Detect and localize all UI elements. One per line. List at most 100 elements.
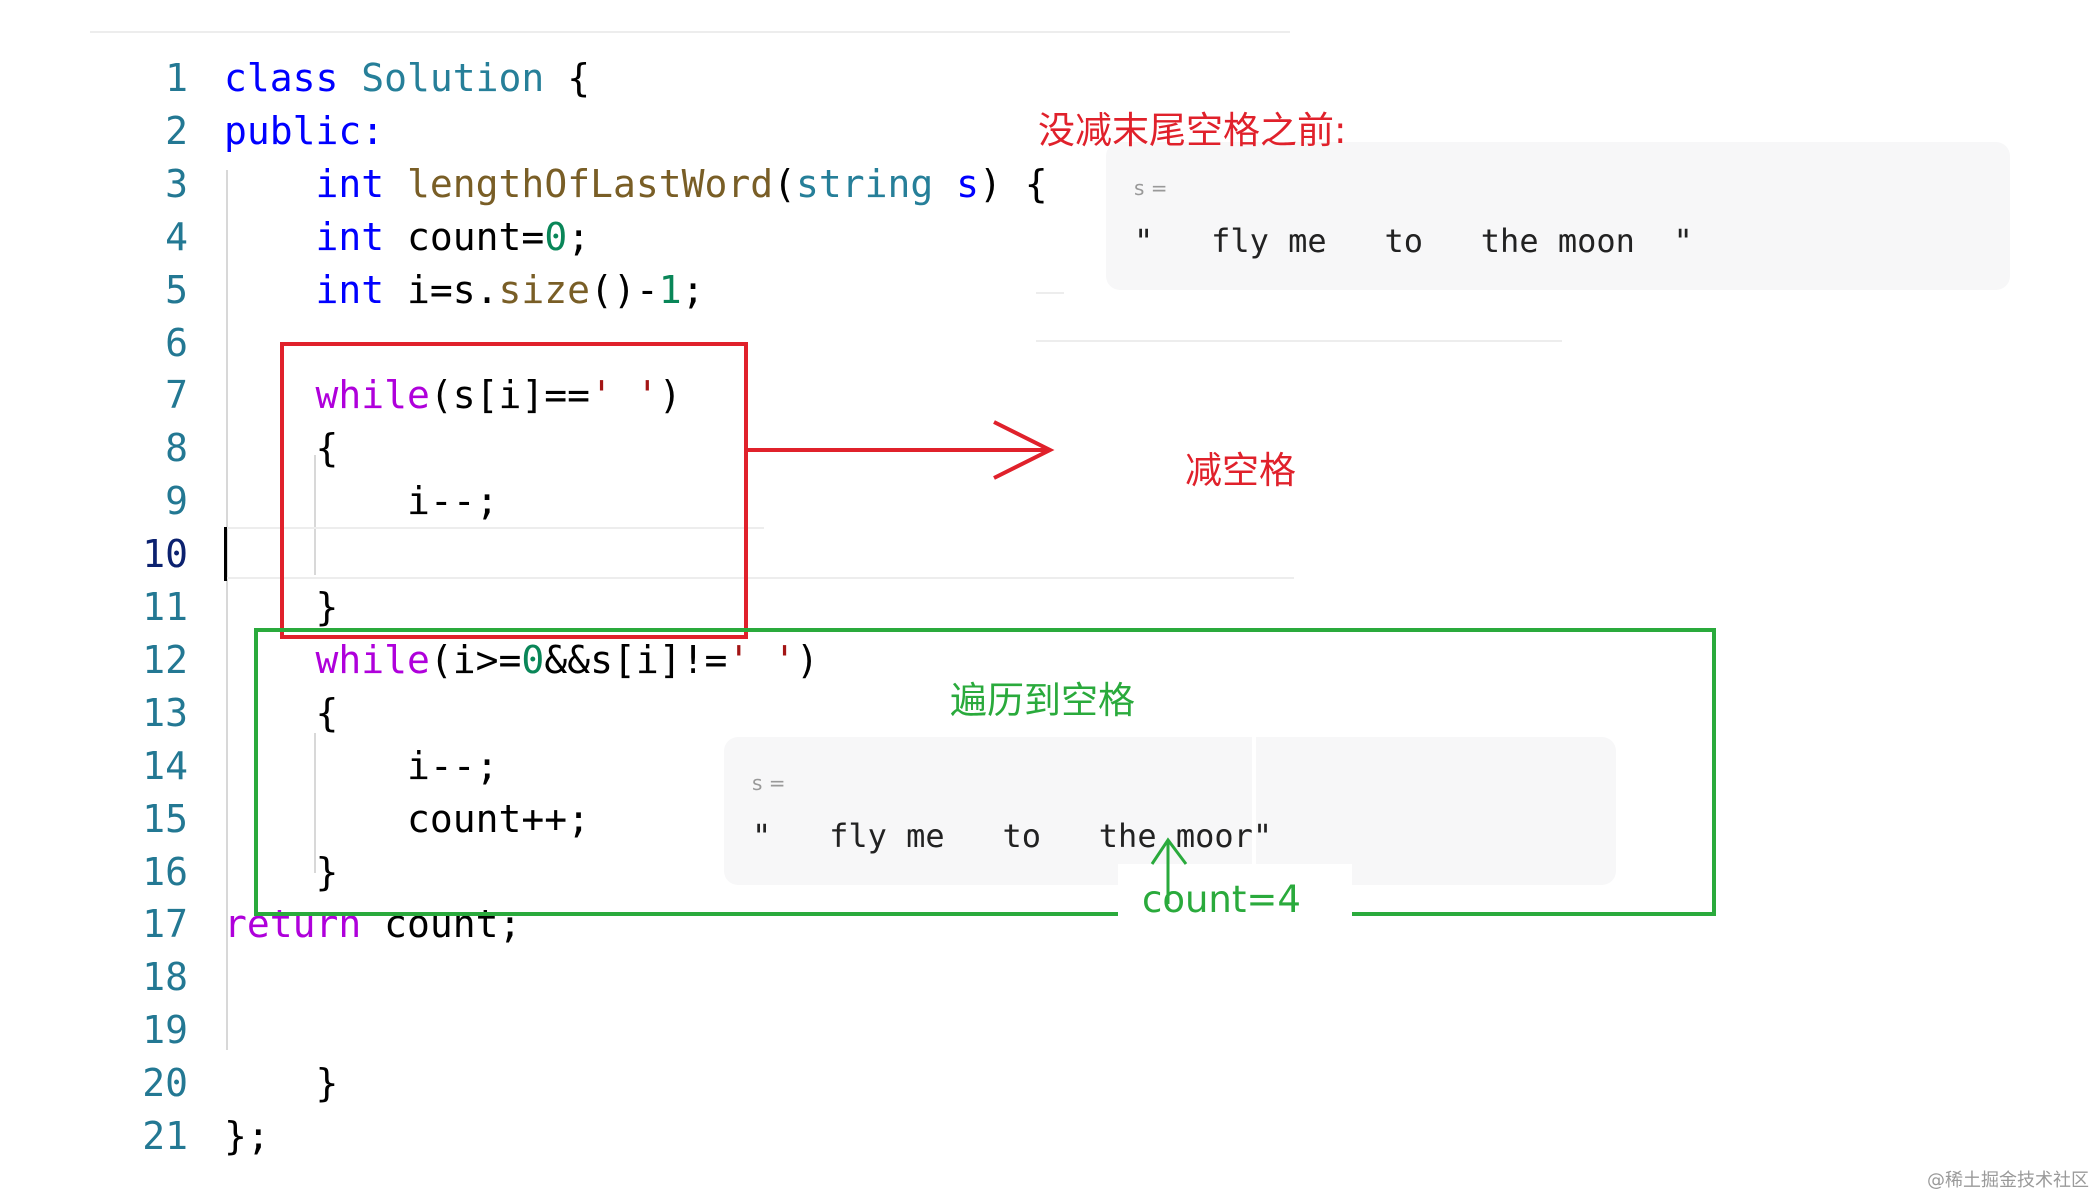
- code-token: ;: [681, 267, 705, 312]
- code-line[interactable]: 11 }: [0, 581, 1300, 634]
- code-text: class Solution {: [224, 52, 590, 105]
- line-number: 10: [142, 532, 188, 577]
- code-token: (: [773, 161, 796, 206]
- code-line[interactable]: 16 }: [0, 846, 1300, 899]
- line-number: 5: [165, 267, 188, 312]
- code-line[interactable]: 17 return count;: [0, 898, 1300, 951]
- code-token: count=: [384, 214, 545, 259]
- code-text: while(i>=0&&s[i]!=' '): [224, 634, 819, 687]
- code-text: count++;: [224, 793, 590, 846]
- code-token: while: [315, 637, 430, 682]
- code-line[interactable]: 13 {: [0, 687, 1300, 740]
- code-text: }: [224, 1057, 339, 1110]
- line-number: 1: [165, 56, 188, 100]
- code-line[interactable]: 7 while(s[i]==' '): [0, 369, 1300, 422]
- code-token: ): [795, 637, 819, 682]
- variable-panel-before: s = " fly me to the moon ": [1106, 142, 2010, 290]
- code-token: ' ': [590, 373, 659, 418]
- code-line[interactable]: 1 class Solution {: [0, 52, 1300, 105]
- line-number: 2: [165, 108, 188, 153]
- code-line[interactable]: 12 while(i>=0&&s[i]!=' '): [0, 634, 1300, 687]
- line-number: 20: [142, 1061, 188, 1106]
- code-token: (s[i]==: [429, 373, 591, 418]
- code-token: return: [224, 902, 362, 947]
- code-token: size: [498, 267, 591, 312]
- code-line[interactable]: 9 i--;: [0, 475, 1300, 528]
- code-text: };: [224, 1110, 270, 1163]
- panel-string-value: " fly me to the moon ": [1134, 222, 1693, 260]
- code-token: while: [315, 373, 430, 418]
- line-number: 8: [165, 426, 188, 471]
- divider: [1036, 292, 1064, 294]
- line-number: 21: [142, 1114, 188, 1158]
- code-token: 0: [521, 637, 545, 682]
- code-line[interactable]: 19: [0, 1004, 1300, 1057]
- arrow-right-icon: [748, 420, 1055, 480]
- code-text: {: [224, 422, 339, 475]
- line-number: 17: [142, 902, 188, 947]
- code-line[interactable]: 4 int count=0;: [0, 211, 1300, 264]
- code-token: {: [544, 56, 591, 100]
- trim-loop-highlight-box: [280, 342, 748, 639]
- code-text: int count=0;: [224, 211, 591, 264]
- code-token: 1: [658, 267, 682, 312]
- code-text: i--;: [224, 740, 499, 793]
- code-token: ) {: [979, 161, 1048, 206]
- code-line[interactable]: 2 public:: [0, 105, 1300, 158]
- code-token: 0: [544, 214, 568, 259]
- code-token: ' ': [727, 637, 796, 682]
- indent-guide: [314, 455, 316, 575]
- code-token: int: [315, 267, 385, 312]
- code-token: string: [795, 161, 934, 206]
- code-text: while(s[i]==' '): [224, 369, 682, 422]
- code-line[interactable]: 18: [0, 951, 1300, 1004]
- code-text: i--;: [224, 475, 499, 528]
- line-number: 19: [142, 1008, 188, 1053]
- code-text: int lengthOfLastWord(string s) {: [224, 158, 1048, 211]
- code-text: public:: [224, 105, 384, 158]
- line-number: 16: [142, 849, 188, 894]
- code-line[interactable]: 8 {: [0, 422, 1300, 475]
- code-token: class: [224, 56, 339, 100]
- line-number: 14: [142, 743, 188, 788]
- divider: [1036, 340, 1562, 342]
- code-token: }: [224, 849, 339, 894]
- code-token: [224, 215, 316, 259]
- code-token: lengthOfLastWord: [407, 161, 774, 206]
- code-text: }: [224, 846, 339, 899]
- current-line-border-bottom: [224, 577, 1294, 579]
- code-token: [933, 162, 956, 206]
- trim-spaces-annotation: 减空格: [1185, 449, 1296, 492]
- panel-string-value: " fly me to the moor": [752, 817, 1273, 855]
- line-number: 18: [142, 955, 188, 1000]
- indent-guide: [226, 170, 228, 1050]
- code-line[interactable]: 20 }: [0, 1057, 1300, 1110]
- code-token: }: [224, 585, 339, 629]
- code-line[interactable]: 6: [0, 317, 1300, 370]
- code-text: }: [224, 581, 339, 634]
- code-text: {: [224, 687, 339, 740]
- line-number: 3: [165, 161, 188, 206]
- line-number: 11: [142, 585, 188, 629]
- code-line[interactable]: 5 int i=s.size()-1;: [0, 264, 1300, 317]
- count-label-backdrop: [1118, 864, 1352, 922]
- code-token: count;: [361, 902, 522, 947]
- code-text: return count;: [224, 898, 521, 951]
- traverse-loop-highlight-box: [254, 628, 1716, 916]
- code-token: [384, 162, 407, 206]
- code-text: int i=s.size()-1;: [224, 264, 705, 317]
- panel-var-label: s =: [1134, 176, 1168, 200]
- code-token: public:: [224, 108, 385, 153]
- code-line[interactable]: 14 i--;: [0, 740, 1300, 793]
- code-token: [224, 162, 316, 206]
- code-line[interactable]: 3 int lengthOfLastWord(string s) {: [0, 158, 1300, 211]
- traverse-annotation: 遍历到空格: [950, 679, 1135, 722]
- code-line[interactable]: 10: [0, 528, 1300, 581]
- code-token: i--;: [224, 479, 499, 524]
- line-number: 9: [165, 479, 188, 524]
- code-token: [338, 56, 361, 100]
- code-token: s: [956, 161, 980, 206]
- code-token: (i>=: [429, 637, 522, 682]
- code-line[interactable]: 15 count++;: [0, 793, 1300, 846]
- code-line[interactable]: 21};: [0, 1110, 1300, 1163]
